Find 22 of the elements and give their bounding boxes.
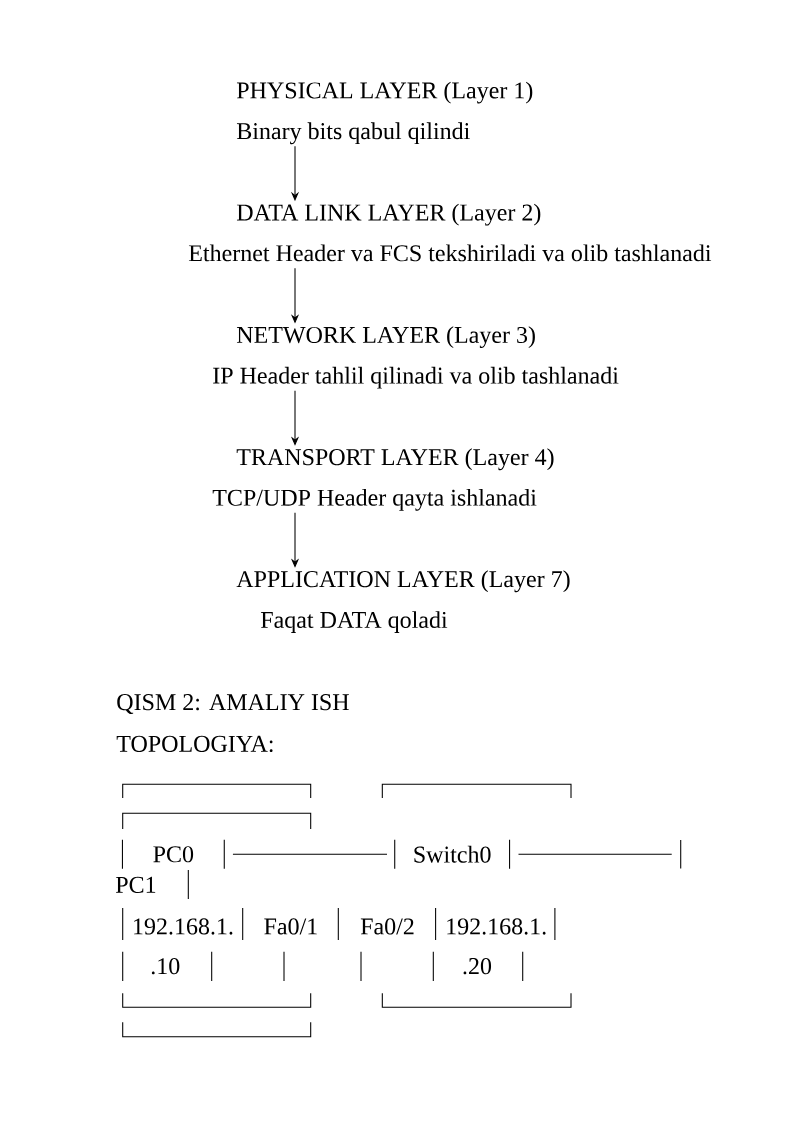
port-label: Fa0/1 xyxy=(264,918,317,935)
layer-heading: DATA LINK LAYER (Layer 2) xyxy=(236,203,541,226)
ip-suffix: .20 xyxy=(463,958,492,975)
layer-heading: TRANSPORT LAYER (Layer 4) xyxy=(236,448,554,471)
layer-description: TCP/UDP Header qayta ishlanadi xyxy=(212,488,537,511)
layer-description: Binary bits qabul qilindi xyxy=(236,122,470,145)
device-cell: PC0 xyxy=(121,839,225,870)
ip-address: 192.168.1. xyxy=(447,918,546,935)
layer-heading: APPLICATION LAYER (Layer 7) xyxy=(236,570,570,593)
layer-description: IP Header tahlil qilinadi va olib tashlanadi xyxy=(213,366,619,389)
connection-line xyxy=(232,853,388,855)
layer-heading: PHYSICAL LAYER (Layer 1) xyxy=(236,81,533,104)
section-heading: QISM 2: AMALIY ISH xyxy=(117,694,349,714)
connection-line xyxy=(517,853,673,855)
subheading: TOPOLOGIYA: xyxy=(116,735,273,753)
layer-description: Faqat DATA qoladi xyxy=(260,611,448,633)
ip-suffix: .10 xyxy=(151,958,180,975)
device-cell: Switch0 xyxy=(394,839,511,870)
port-label: Fa0/2 xyxy=(360,918,414,935)
ip-address: 192.168.1. xyxy=(134,918,233,935)
layer-heading: NETWORK LAYER (Layer 3) xyxy=(236,326,535,348)
layer-description: Ethernet Header va FCS tekshiriladi va olib tashlanadi xyxy=(188,244,712,262)
